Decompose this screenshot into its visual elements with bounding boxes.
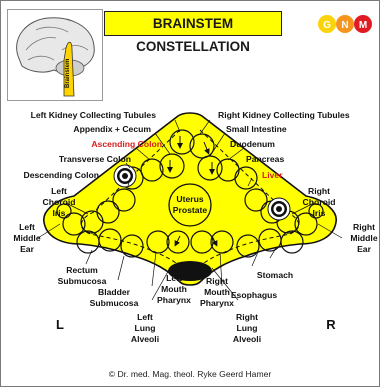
logo-letter-g: G	[323, 20, 331, 31]
side-right-marker: R	[326, 317, 336, 332]
label-small-intestine: Small Intestine	[226, 124, 287, 134]
label-right-kidney: Right Kidney Collecting Tubules	[218, 110, 350, 120]
page-title: BRAINSTEM CONSTELLATION	[104, 11, 282, 54]
label-rectum-1: Rectum	[66, 265, 98, 275]
gnm-logo: G N M	[318, 15, 372, 33]
label-duodenum: Duodenum	[230, 139, 275, 149]
label-transverse-colon: Transverse Colon	[59, 154, 131, 164]
label-left-mouth-2: Mouth	[161, 284, 187, 294]
target-right	[267, 197, 291, 221]
label-left-middle-ear-2: Middle	[13, 233, 40, 243]
label-descending-colon: Descending Colon	[24, 170, 99, 180]
label-right-choroid-3: Iris	[313, 208, 326, 218]
side-left-marker: L	[56, 317, 64, 332]
label-left-lung-2: Lung	[135, 323, 156, 333]
label-right-middle-ear-2: Middle	[350, 233, 377, 243]
label-left-choroid-1: Left	[51, 186, 67, 196]
label-pancreas: Pancreas	[246, 154, 284, 164]
logo-letter-n: N	[341, 20, 348, 31]
label-left-choroid-3: Iris	[53, 208, 66, 218]
label-rectum-2: Submucosa	[58, 276, 107, 286]
label-left-lung-3: Alveoli	[131, 334, 159, 344]
label-left-middle-ear-1: Left	[19, 222, 35, 232]
label-right-mouth-1: Right	[206, 276, 228, 286]
label-left-kidney: Left Kidney Collecting Tubules	[31, 110, 157, 120]
label-bladder-1: Bladder	[98, 287, 131, 297]
label-right-lung-1: Right	[236, 312, 258, 322]
label-esophagus: Esophagus	[231, 290, 278, 300]
label-prostate: Prostate	[173, 205, 208, 215]
label-liver: Liver	[262, 170, 283, 180]
label-right-lung-3: Alveoli	[233, 334, 261, 344]
label-right-choroid-2: Choroid	[303, 197, 336, 207]
thumbnail-label: Brainstem	[65, 59, 71, 88]
label-right-middle-ear-1: Right	[353, 222, 375, 232]
brain-thumbnail: Brainstem	[7, 9, 103, 101]
label-left-choroid-2: Choroid	[43, 197, 76, 207]
label-bladder-2: Submucosa	[90, 298, 139, 308]
label-left-mouth-3: Pharynx	[157, 295, 191, 305]
label-right-lung-2: Lung	[237, 323, 258, 333]
label-left-lung-1: Left	[137, 312, 153, 322]
label-uterus: Uterus	[176, 194, 203, 204]
label-right-choroid-1: Right	[308, 186, 330, 196]
logo-letter-m: M	[359, 20, 367, 31]
label-ascending-colon: Ascending Colon	[91, 139, 162, 149]
label-appendix: Appendix + Cecum	[73, 124, 151, 134]
label-right-mouth-2: Mouth	[204, 287, 230, 297]
label-left-middle-ear-3: Ear	[20, 244, 35, 254]
target-left	[113, 164, 137, 188]
copyright-notice: © Dr. med. Mag. theol. Ryke Geerd Hamer	[108, 369, 272, 379]
label-right-mouth-3: Pharynx	[200, 298, 234, 308]
label-right-middle-ear-3: Ear	[357, 244, 372, 254]
label-left-mouth-1: Left	[166, 273, 182, 283]
label-stomach: Stomach	[257, 270, 293, 280]
